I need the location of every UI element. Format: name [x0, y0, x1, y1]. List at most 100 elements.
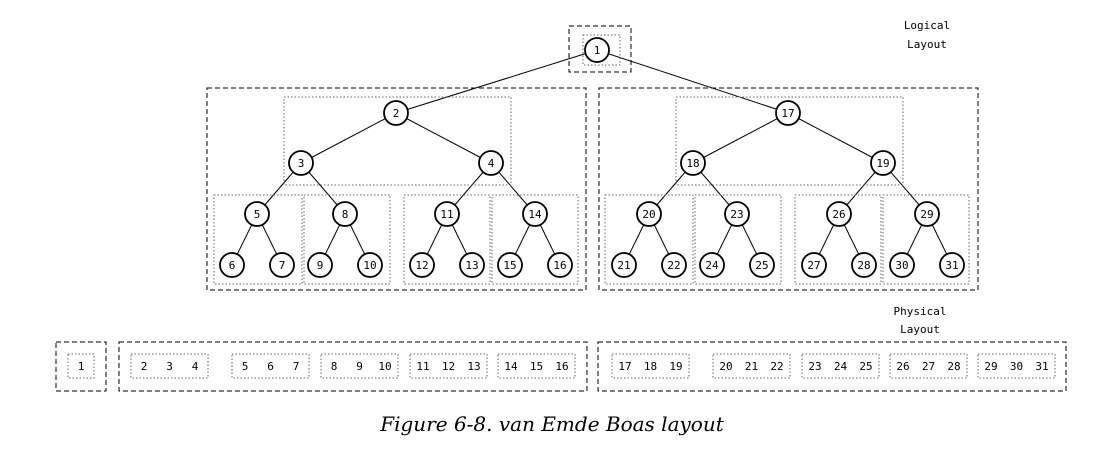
- tree-node-circle: [826, 201, 852, 227]
- tree-node-circle: [478, 150, 504, 176]
- physical-cell: 13: [467, 360, 480, 373]
- tree-edge: [395, 49, 598, 114]
- tree-node-label: 31: [945, 259, 958, 272]
- tree-node-circle: [307, 252, 333, 278]
- tree-node-label: 10: [363, 259, 376, 272]
- tree-node: 25: [749, 252, 775, 278]
- physical-cell: 10: [378, 360, 391, 373]
- tree-node: 13: [459, 252, 485, 278]
- tree-node-label: 28: [857, 259, 870, 272]
- tree-node: 22: [661, 252, 687, 278]
- left-bottom-subtree-block: [491, 194, 579, 285]
- tree-node: 27: [801, 252, 827, 278]
- left-bottom-subtree-block: [303, 194, 391, 285]
- right-bottom-subtree-block: [794, 194, 882, 285]
- tree-node-circle: [636, 201, 662, 227]
- tree-node-label: 14: [528, 208, 542, 221]
- tree-node-label: 23: [730, 208, 743, 221]
- physical-cell: 4: [192, 360, 199, 373]
- tree-node-circle: [801, 252, 827, 278]
- tree-node-label: 12: [415, 259, 428, 272]
- physical-block-group: [497, 353, 576, 379]
- tree-node: 16: [547, 252, 573, 278]
- tree-node-circle: [219, 252, 245, 278]
- tree-node-circle: [288, 150, 314, 176]
- physical-cell: 26: [896, 360, 909, 373]
- physical-block-group: [889, 353, 968, 379]
- physical-cell: 15: [530, 360, 543, 373]
- tree-node: 26: [826, 201, 852, 227]
- physical-cell: 14: [504, 360, 518, 373]
- tree-node: 5: [244, 201, 270, 227]
- tree-node-label: 2: [393, 107, 400, 120]
- tree-node: 1: [584, 37, 610, 63]
- tree-node: 23: [724, 201, 750, 227]
- tree-node: 19: [870, 150, 896, 176]
- tree-node-label: 17: [781, 107, 794, 120]
- tree-node: 10: [357, 252, 383, 278]
- tree-node: 29: [914, 201, 940, 227]
- figure-caption: Figure 6-8. van Emde Boas layout: [380, 412, 724, 436]
- tree-node-label: 21: [617, 259, 630, 272]
- physical-cell: 27: [922, 360, 935, 373]
- tree-node-circle: [434, 201, 460, 227]
- tree-node: 18: [680, 150, 706, 176]
- tree-edge: [596, 49, 789, 114]
- tree-node-label: 4: [488, 157, 495, 170]
- tree-node-circle: [269, 252, 295, 278]
- physical-cell: 12: [442, 360, 455, 373]
- tree-node-label: 9: [317, 259, 324, 272]
- tree-node-label: 27: [807, 259, 820, 272]
- tree-node-circle: [584, 37, 610, 63]
- physical-block-group: [712, 353, 791, 379]
- tree-node-circle: [611, 252, 637, 278]
- physical-block-group: [130, 353, 209, 379]
- physical-cell: 31: [1035, 360, 1048, 373]
- tree-node: 14: [522, 201, 548, 227]
- physical-cell: 28: [947, 360, 960, 373]
- tree-node-circle: [497, 252, 523, 278]
- tree-node-label: 11: [440, 208, 453, 221]
- tree-node: 21: [611, 252, 637, 278]
- tree-node-label: 15: [503, 259, 516, 272]
- physical-cell: 22: [770, 360, 783, 373]
- logical-layout-label-line2: Layout: [907, 38, 947, 51]
- physical-cell: 1: [78, 360, 85, 373]
- physical-block-group: [409, 353, 488, 379]
- tree-node: 3: [288, 150, 314, 176]
- tree-node-circle: [547, 252, 573, 278]
- physical-cell: 17: [618, 360, 631, 373]
- tree-node-circle: [383, 100, 409, 126]
- physical-cell: 3: [166, 360, 173, 373]
- physical-cell: 24: [834, 360, 848, 373]
- tree-node-circle: [409, 252, 435, 278]
- tree-node-circle: [851, 252, 877, 278]
- tree-edge: [692, 112, 789, 164]
- tree-node-label: 1: [594, 44, 601, 57]
- tree-node: 17: [775, 100, 801, 126]
- left-top-subtree-block: [283, 96, 512, 186]
- logical-layout-label-line1: Logical: [904, 19, 950, 32]
- physical-layout-label-line2: Layout: [900, 323, 940, 336]
- tree-node: 6: [219, 252, 245, 278]
- tree-node-label: 3: [298, 157, 305, 170]
- tree-node-label: 30: [895, 259, 908, 272]
- left-bottom-subtree-block: [213, 194, 303, 285]
- physical-cell: 5: [242, 360, 249, 373]
- physical-right-segment: [597, 341, 1067, 392]
- right-top-subtree-block: [675, 96, 904, 186]
- tree-node: 2: [383, 100, 409, 126]
- physical-block-group: [977, 353, 1056, 379]
- tree-node: 11: [434, 201, 460, 227]
- tree-node-circle: [332, 201, 358, 227]
- physical-block-group: [67, 353, 95, 379]
- tree-node-label: 22: [667, 259, 680, 272]
- physical-block-group: [231, 353, 310, 379]
- tree-node: 24: [699, 252, 725, 278]
- physical-cell: 20: [719, 360, 732, 373]
- tree-node-circle: [749, 252, 775, 278]
- tree-edge: [395, 112, 492, 164]
- physical-cell: 30: [1010, 360, 1023, 373]
